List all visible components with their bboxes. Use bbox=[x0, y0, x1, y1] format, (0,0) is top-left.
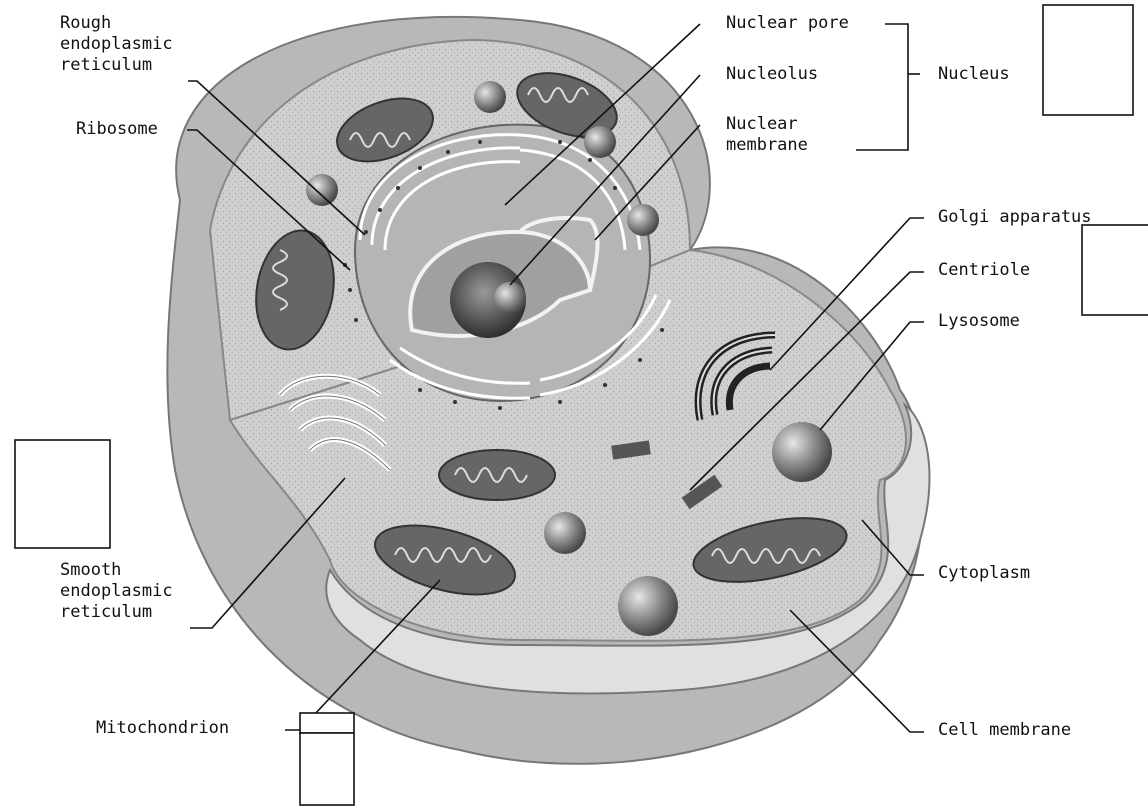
answer-box-golgi[interactable] bbox=[1082, 225, 1148, 315]
label-lysosome: Lysosome bbox=[938, 311, 1020, 332]
answer-box-nucleus[interactable] bbox=[1043, 5, 1133, 115]
label-rough-er: Rough endoplasmic reticulum bbox=[60, 13, 173, 76]
answer-box-mitochondrion-top[interactable] bbox=[300, 713, 354, 733]
label-nuclear-membrane: Nuclear membrane bbox=[726, 114, 808, 156]
answer-box-smooth-er[interactable] bbox=[15, 440, 110, 548]
label-nuclear-pore: Nuclear pore bbox=[726, 13, 849, 34]
label-mitochondrion: Mitochondrion bbox=[96, 718, 229, 739]
label-nucleolus: Nucleolus bbox=[726, 64, 818, 85]
label-cytoplasm: Cytoplasm bbox=[938, 563, 1030, 584]
label-ribosome: Ribosome bbox=[76, 119, 158, 140]
label-smooth-er: Smooth endoplasmic reticulum bbox=[60, 560, 173, 623]
label-cell-membrane: Cell membrane bbox=[938, 720, 1071, 741]
answer-box-mitochondrion[interactable] bbox=[300, 733, 354, 805]
label-golgi-apparatus: Golgi apparatus bbox=[938, 207, 1092, 228]
label-centriole: Centriole bbox=[938, 260, 1030, 281]
label-nucleus: Nucleus bbox=[938, 64, 1010, 85]
